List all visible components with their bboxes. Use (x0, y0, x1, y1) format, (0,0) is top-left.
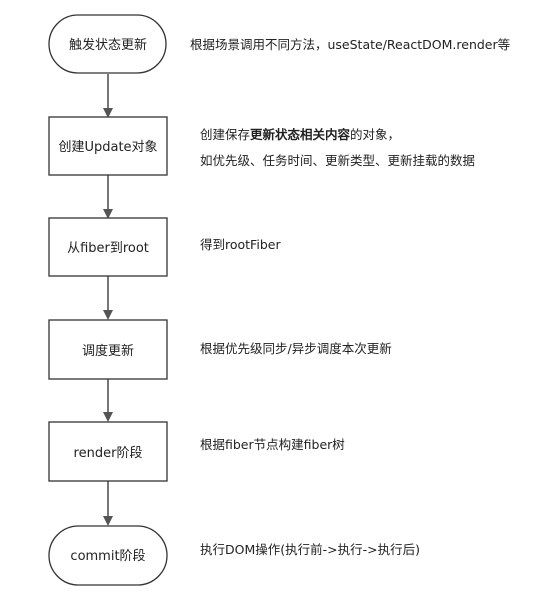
node-render: render阶段 (48, 421, 168, 482)
node-label-commit: commit阶段 (70, 549, 145, 564)
node-label-schedule: 调度更新 (82, 343, 134, 359)
desc-create-update: 创建保存更新状态相关内容的对象， 如优先级、任务时间、更新类型、更新挂载的数据 (200, 122, 475, 174)
desc-create-update-line1: 创建保存更新状态相关内容的对象， (200, 122, 475, 148)
desc-commit: 执行DOM操作(执行前->执行->执行后) (200, 542, 420, 557)
desc-create-update-prefix: 创建保存 (200, 127, 251, 142)
desc-create-update-suffix: 的对象， (350, 127, 401, 142)
desc-create-update-line2: 如优先级、任务时间、更新类型、更新挂载的数据 (200, 153, 476, 168)
node-schedule: 调度更新 (48, 319, 168, 380)
node-trigger: 触发状态更新 (48, 14, 167, 74)
node-label-trigger: 触发状态更新 (69, 37, 147, 53)
desc-create-update-bold: 更新状态相关内容 (250, 127, 351, 142)
desc-schedule: 根据优先级同步/异步调度本次更新 (200, 341, 392, 356)
node-commit: commit阶段 (48, 525, 168, 586)
desc-render: 根据fiber节点构建fiber树 (200, 437, 345, 452)
node-create-update: 创建Update对象 (48, 116, 168, 176)
desc-fiber-to-root: 得到rootFiber (200, 237, 281, 252)
node-label-create-update: 创建Update对象 (58, 140, 157, 155)
node-label-render: render阶段 (74, 446, 143, 461)
desc-trigger: 根据场景调用不同方法，useState/ReactDOM.render等 (190, 37, 511, 52)
node-label-fiber-to-root: 从fiber到root (67, 241, 149, 256)
node-fiber-to-root: 从fiber到root (48, 217, 168, 277)
